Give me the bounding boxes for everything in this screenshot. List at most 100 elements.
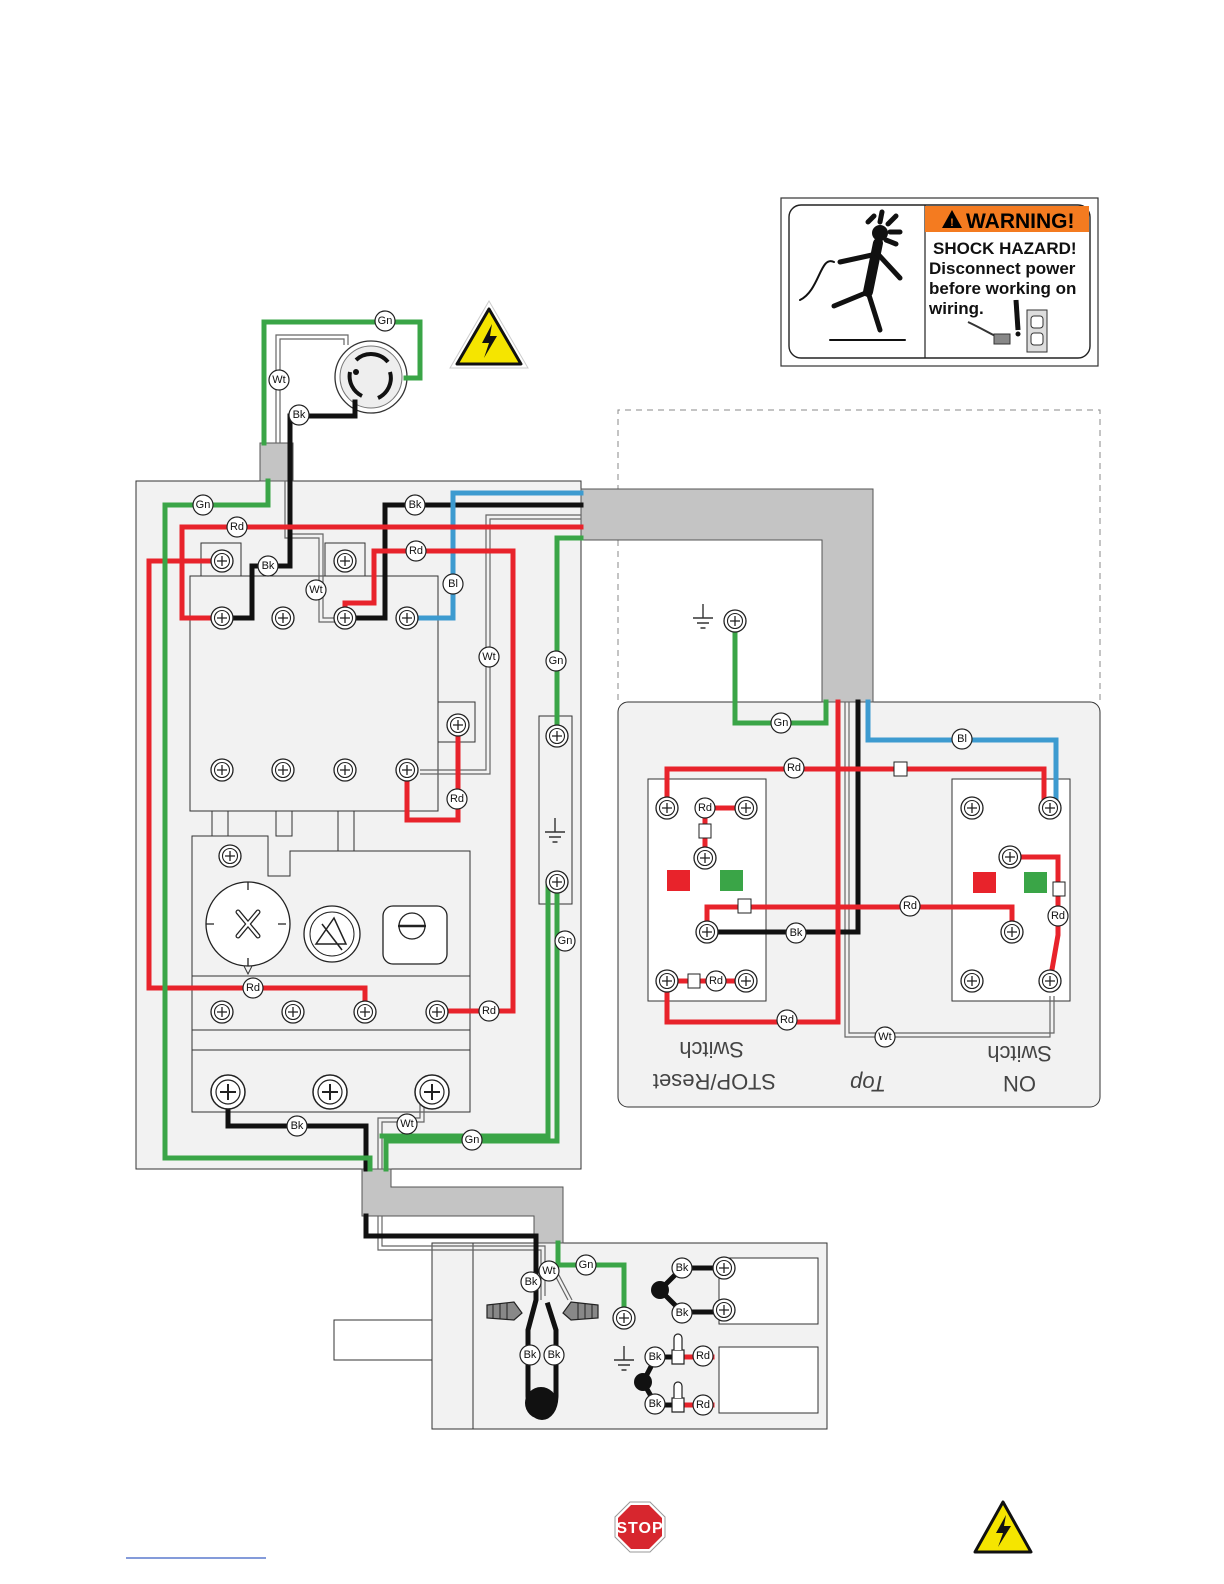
contactor xyxy=(190,543,475,851)
svg-text:Gn: Gn xyxy=(196,499,211,511)
wire-tag: Bl xyxy=(443,574,463,594)
wire-tag: Bk xyxy=(520,1345,540,1365)
wire-tag: Rd xyxy=(706,971,726,991)
svg-text:Gn: Gn xyxy=(774,717,789,729)
wire-tag: Bk xyxy=(645,1394,665,1414)
shock-hazard-triangle-icon xyxy=(450,301,528,368)
svg-text:Bk: Bk xyxy=(291,1120,304,1132)
warning-heading: WARNING! xyxy=(966,210,1075,233)
wire-tag: Rd xyxy=(900,896,920,916)
svg-text:Rd: Rd xyxy=(696,1350,710,1362)
wire-tag: Wt xyxy=(306,580,326,600)
warning-label: ! WARNING! SHOCK HAZARD! Disconnect powe… xyxy=(781,198,1098,366)
svg-text:Bk: Bk xyxy=(262,560,275,572)
stop-indicator-green xyxy=(720,870,743,891)
wire-tag: Bk xyxy=(544,1345,564,1365)
svg-text:Gn: Gn xyxy=(465,1134,480,1146)
wire-tag: Gn xyxy=(193,495,213,515)
svg-text:Bk: Bk xyxy=(649,1351,662,1363)
warning-line-4: wiring. xyxy=(928,299,984,318)
svg-text:Bk: Bk xyxy=(524,1349,537,1361)
receptacle-plug-icon xyxy=(335,341,407,413)
wire-tag: Gn xyxy=(576,1255,596,1275)
svg-text:Gn: Gn xyxy=(579,1259,594,1271)
svg-text:Rd: Rd xyxy=(780,1014,794,1026)
stop-reset-switch-label-line2: Switch xyxy=(679,1037,744,1062)
wire-tag: Bk xyxy=(672,1258,692,1278)
shock-hazard-triangle-icon xyxy=(975,1502,1031,1552)
wire-tag: Rd xyxy=(693,1395,713,1415)
svg-text:Wt: Wt xyxy=(272,374,285,386)
svg-text:Bk: Bk xyxy=(293,409,306,421)
on-switch-label-line2: Switch xyxy=(987,1041,1052,1066)
svg-text:Gn: Gn xyxy=(549,655,564,667)
warning-line-1: SHOCK HAZARD! xyxy=(933,239,1077,258)
svg-text:Bl: Bl xyxy=(957,733,967,745)
motor-wire-bundle xyxy=(525,1387,557,1419)
svg-text:Bk: Bk xyxy=(548,1349,561,1361)
stop-reset-switch-label: STOP/Reset xyxy=(653,1069,776,1094)
wire-tag: Wt xyxy=(539,1261,559,1281)
svg-text:Wt: Wt xyxy=(542,1265,555,1277)
svg-text:Wt: Wt xyxy=(400,1118,413,1130)
wire-tag: Rd xyxy=(784,758,804,778)
wire-tag: Gn xyxy=(375,311,395,331)
svg-text:Rd: Rd xyxy=(903,900,917,912)
svg-text:Bk: Bk xyxy=(676,1262,689,1274)
svg-text:Bk: Bk xyxy=(525,1276,538,1288)
overload-relay xyxy=(192,836,470,1112)
wire-tag: Rd xyxy=(693,1346,713,1366)
wire-tag: Rd xyxy=(447,789,467,809)
svg-text:Bl: Bl xyxy=(448,578,458,590)
wire-tag: Gn xyxy=(555,931,575,951)
wire-tag: Wt xyxy=(875,1027,895,1047)
on-indicator xyxy=(1024,872,1047,893)
wire-tag: Gn xyxy=(771,713,791,733)
on-indicator-red xyxy=(973,872,996,893)
svg-text:Rd: Rd xyxy=(696,1399,710,1411)
reset-button[interactable] xyxy=(304,906,360,962)
svg-text:Bk: Bk xyxy=(676,1307,689,1319)
wire-tag: Bk xyxy=(287,1116,307,1136)
svg-text:Rd: Rd xyxy=(450,793,464,805)
wire-tag: Rd xyxy=(1048,906,1068,926)
wire-tag: Bk xyxy=(258,556,278,576)
svg-text:Rd: Rd xyxy=(787,762,801,774)
svg-text:Bk: Bk xyxy=(649,1398,662,1410)
warning-line-3: before working on xyxy=(929,279,1076,298)
svg-text:!: ! xyxy=(950,217,954,229)
motor-terminal-plate-2 xyxy=(719,1347,818,1413)
wire-tag: Bk xyxy=(289,405,309,425)
wire-tag: Gn xyxy=(462,1130,482,1150)
switch-conduit xyxy=(581,489,873,702)
svg-text:Rd: Rd xyxy=(230,521,244,533)
svg-text:Rd: Rd xyxy=(709,975,723,987)
wire-tag: Gn xyxy=(546,651,566,671)
wire-tag: Rd xyxy=(695,798,715,818)
wire-tag: Bl xyxy=(952,729,972,749)
warning-line-2: Disconnect power xyxy=(929,259,1076,278)
wire-tag: Rd xyxy=(479,1001,499,1021)
svg-text:Gn: Gn xyxy=(558,935,573,947)
wire-tag: Wt xyxy=(397,1114,417,1134)
svg-text:Rd: Rd xyxy=(246,982,260,994)
wire-tag: Rd xyxy=(406,541,426,561)
svg-text:STOP: STOP xyxy=(616,1520,663,1537)
wire-tag: Bk xyxy=(672,1303,692,1323)
stop-indicator xyxy=(667,870,690,891)
wire-tag: Bk xyxy=(645,1347,665,1367)
svg-text:Wt: Wt xyxy=(878,1031,891,1043)
svg-text:Bk: Bk xyxy=(409,499,422,511)
wire-tag: Rd xyxy=(243,978,263,998)
ground-symbol-icon xyxy=(693,604,713,628)
motor-conduit xyxy=(362,1169,563,1243)
svg-text:Wt: Wt xyxy=(309,584,322,596)
svg-text:Rd: Rd xyxy=(1051,910,1065,922)
svg-text:Gn: Gn xyxy=(378,315,393,327)
svg-text:Wt: Wt xyxy=(482,651,495,663)
svg-text:Rd: Rd xyxy=(409,545,423,557)
top-label: Top xyxy=(850,1071,886,1096)
svg-text:Bk: Bk xyxy=(790,927,803,939)
wire-tag: Rd xyxy=(227,517,247,537)
